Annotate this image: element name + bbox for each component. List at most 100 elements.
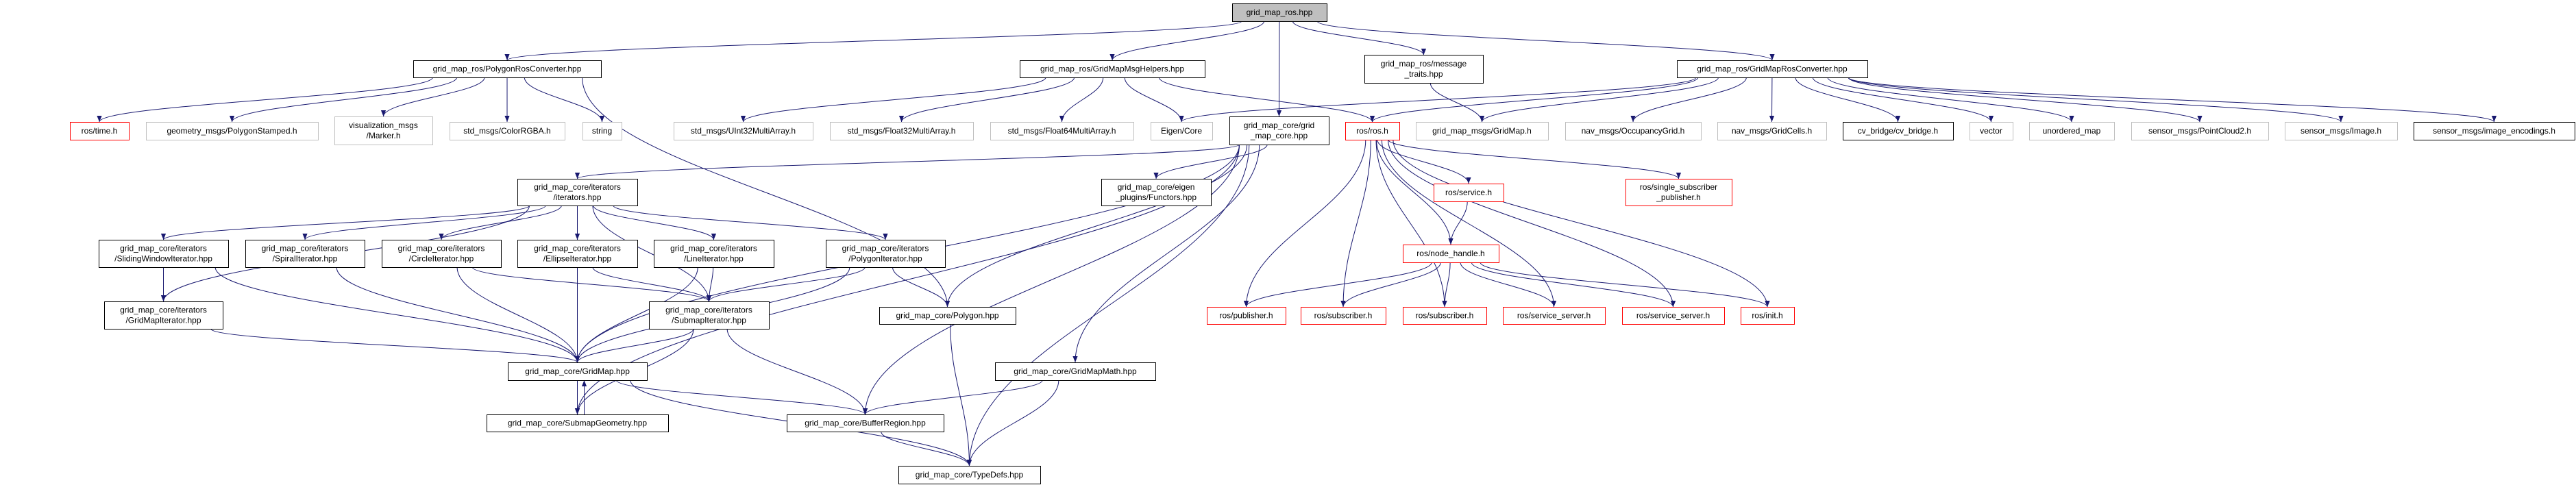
node-gmh[interactable]: grid_map_ros/GridMapMsgHelpers.hpp [1020, 60, 1205, 78]
node-label: vector [1980, 126, 2002, 136]
edge-prc-to-marker [380, 77, 485, 117]
node-box [508, 362, 648, 381]
node-gmc[interactable]: grid_map_core/grid_map_core.hpp [1229, 116, 1329, 145]
edge-gmc-to-iters [575, 144, 1240, 179]
node-sg[interactable]: grid_map_core/SubmapGeometry.hpp [487, 414, 669, 432]
node-gmi[interactable]: grid_map_core/iterators/GridMapIterator.… [104, 301, 223, 329]
node-box [1677, 60, 1868, 78]
node-label: nav_msgs/GridCells.h [1732, 126, 1812, 136]
node-cvb[interactable]: cv_bridge/cv_bridge.h [1843, 122, 1954, 140]
node-service[interactable]: ros/service.h [1434, 184, 1504, 202]
node-enc[interactable]: sensor_msgs/image_encodings.h [2414, 122, 2575, 140]
node-gm[interactable]: grid_map_core/GridMap.hpp [508, 362, 648, 381]
node-label: ros/time.h [82, 126, 118, 136]
node-swi[interactable]: grid_map_core/iterators/SlidingWindowIte… [99, 240, 229, 268]
edge-gmm-to-br [863, 380, 1043, 415]
node-nh[interactable]: ros/node_handle.h [1403, 245, 1499, 263]
edge-swi-to-gm [214, 266, 580, 363]
edge-ei-to-si [592, 266, 712, 302]
node-box [2029, 122, 2115, 140]
node-mt[interactable]: grid_map_ros/message_traits.hpp [1364, 55, 1484, 84]
node-label: grid_map_ros/message [1381, 59, 1467, 69]
node-label: _publisher.h [1656, 192, 1701, 202]
node-ss1[interactable]: ros/service_server.h [1503, 307, 1606, 325]
edge-gmh-to-f32 [898, 77, 1075, 123]
node-label: /iterators.hpp [553, 192, 601, 202]
node-box [1970, 122, 2013, 140]
node-box [1741, 307, 1795, 325]
edge-ros-to-service [1377, 139, 1471, 184]
node-box [1101, 179, 1212, 206]
node-functors[interactable]: grid_map_core/eigen_plugins/Functors.hpp [1101, 179, 1212, 206]
edge-li-to-gm [574, 266, 698, 363]
edge-pi-to-si [707, 266, 866, 302]
edge-gmi-to-gm [210, 328, 580, 363]
node-label: cv_bridge/cv_bridge.h [1858, 126, 1938, 136]
node-label: grid_map_core/iterators [665, 306, 752, 315]
node-box [1843, 122, 1954, 140]
node-pi[interactable]: grid_map_core/iterators/PolygonIterator.… [826, 240, 946, 268]
node-box [1416, 122, 1549, 140]
node-ss2[interactable]: ros/service_server.h [1622, 307, 1725, 325]
node-ei[interactable]: grid_map_core/iterators/EllipseIterator.… [517, 240, 638, 268]
node-ci[interactable]: grid_map_core/iterators/CircleIterator.h… [382, 240, 502, 268]
node-label: grid_map_core/eigen [1118, 182, 1195, 192]
node-umap: unordered_map [2029, 122, 2115, 140]
node-box [1364, 55, 1484, 84]
node-time[interactable]: ros/time.h [70, 122, 130, 140]
node-label: ros/subscriber.h [1416, 311, 1474, 321]
node-box [898, 466, 1041, 484]
node-label: grid_map_core/iterators [120, 306, 207, 315]
node-br[interactable]: grid_map_core/BufferRegion.hpp [787, 414, 944, 432]
edge-gmc-to-td [966, 144, 1250, 467]
node-ros[interactable]: ros/ros.h [1345, 122, 1400, 140]
edge-ros-to-nh [1376, 139, 1453, 245]
edge-si-to-br [726, 328, 868, 415]
node-si[interactable]: grid_map_core/iterators/SubmapIterator.h… [649, 301, 770, 329]
edge-ros-to-sub1 [1340, 139, 1371, 308]
node-label: grid_map_core/iterators [398, 244, 485, 253]
edge-ros-to-ss2 [1388, 139, 1676, 308]
node-sub1[interactable]: ros/subscriber.h [1301, 307, 1386, 325]
node-box [1503, 307, 1606, 325]
node-label: _map_core.hpp [1250, 131, 1308, 140]
node-li[interactable]: grid_map_core/iterators/LineIterator.hpp [654, 240, 774, 268]
node-td[interactable]: grid_map_core/TypeDefs.hpp [898, 466, 1041, 484]
node-prc[interactable]: grid_map_ros/PolygonRosConverter.hpp [413, 60, 602, 78]
edge-ci-to-gm [456, 266, 580, 363]
edge-prc-to-poly [582, 77, 950, 308]
node-marker: visualization_msgs/Marker.h [334, 116, 433, 145]
edge-gmh-to-eigen [1124, 77, 1184, 123]
edge-prc-to-string [524, 77, 605, 123]
edge-root-to-mt [1292, 21, 1427, 55]
node-label: grid_map_ros.hpp [1247, 8, 1313, 17]
node-label: grid_map_core/GridMap.hpp [525, 366, 630, 376]
node-spi[interactable]: grid_map_core/iterators/SpiralIterator.h… [245, 240, 365, 268]
node-sub2[interactable]: ros/subscriber.h [1403, 307, 1487, 325]
node-box [2285, 122, 2398, 140]
node-box [990, 122, 1134, 140]
node-box [450, 122, 565, 140]
node-ssp[interactable]: ros/single_subscriber_publisher.h [1626, 179, 1732, 206]
edge-nh-to-ss1 [1460, 262, 1557, 308]
node-box [1403, 307, 1487, 325]
node-pub[interactable]: ros/publisher.h [1207, 307, 1286, 325]
node-grc[interactable]: grid_map_ros/GridMapRosConverter.hpp [1677, 60, 1868, 78]
node-label: /SlidingWindowIterator.hpp [114, 254, 212, 264]
edge-grc-to-vector [1812, 77, 1994, 123]
node-poly[interactable]: grid_map_core/Polygon.hpp [879, 307, 1016, 325]
node-label: /GridMapIterator.hpp [125, 316, 201, 325]
node-box [1301, 307, 1386, 325]
node-pstamped: geometry_msgs/PolygonStamped.h [146, 122, 319, 140]
node-label: sensor_msgs/PointCloud2.h [2148, 126, 2251, 136]
node-box [654, 240, 774, 268]
node-gmm[interactable]: grid_map_core/GridMapMath.hpp [995, 362, 1156, 381]
node-img: sensor_msgs/Image.h [2285, 122, 2398, 140]
node-box [517, 240, 638, 268]
node-root[interactable]: grid_map_ros.hpp [1232, 3, 1327, 22]
node-init[interactable]: ros/init.h [1741, 307, 1795, 325]
node-label: /CircleIterator.hpp [409, 254, 474, 264]
node-box [649, 301, 770, 329]
node-iters[interactable]: grid_map_core/iterators/iterators.hpp [517, 179, 638, 206]
node-label: ros/service_server.h [1517, 311, 1591, 321]
